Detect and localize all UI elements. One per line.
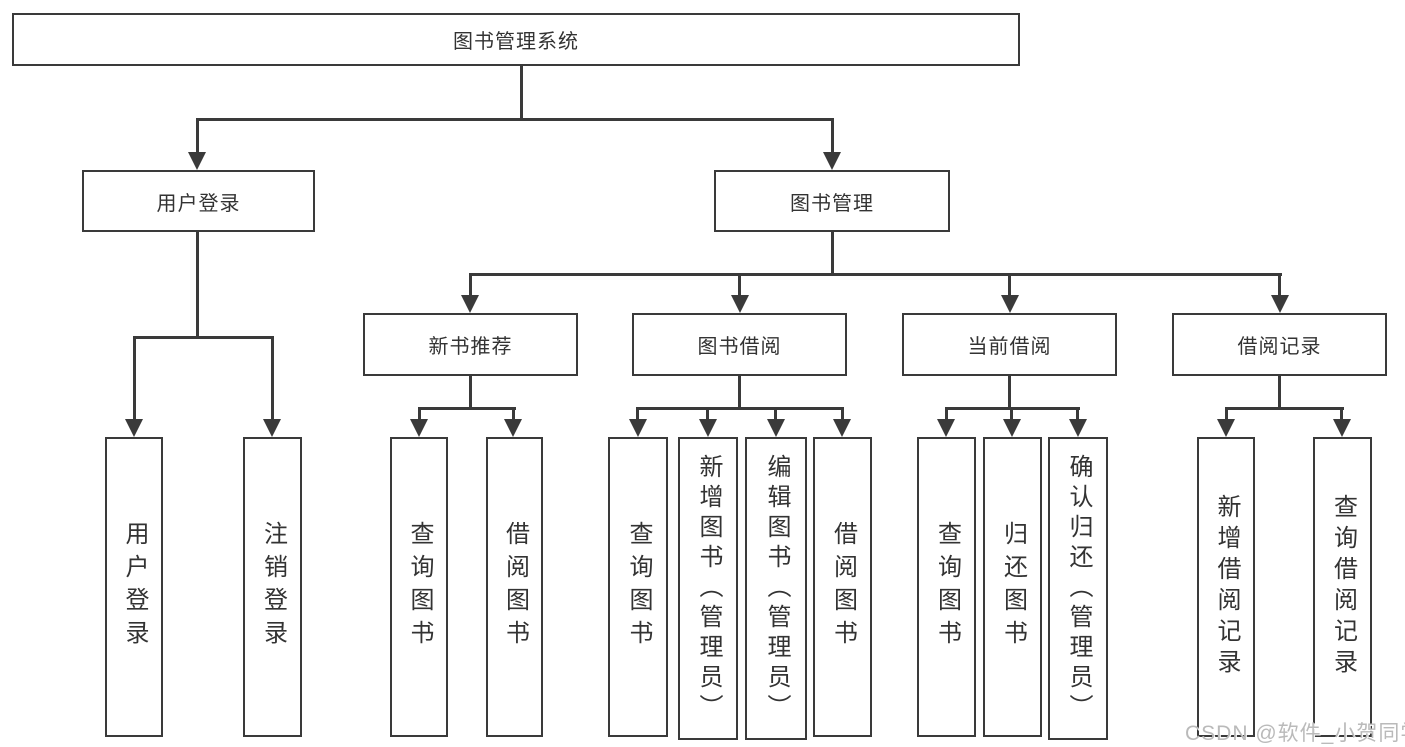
connector-current-borrow-stem: [1008, 376, 1011, 409]
node-user-login: 用户登录: [82, 170, 315, 232]
node-user-login-label: 用户登录: [156, 192, 241, 215]
arrow-down-icon: [188, 152, 206, 170]
connector-drop-book-management: [831, 118, 834, 154]
arrow-down-icon: [767, 419, 785, 437]
leaf-borrow-borrow-books: 借阅图书: [813, 437, 872, 737]
leaf-logout-label: 注销登录: [259, 521, 287, 653]
leaf-query-borrow-record: 查询借阅记录: [1313, 437, 1372, 737]
connector-book-management-stem: [831, 232, 834, 276]
arrow-down-icon: [1001, 295, 1019, 313]
leaf-current-query-books-label: 查询图书: [933, 521, 961, 653]
connector-book-borrow-stem: [738, 376, 741, 409]
connector-book-management-hline: [469, 273, 1282, 276]
connector-drop: [841, 407, 844, 421]
connector-drop-user-login: [196, 118, 199, 154]
leaf-logout: 注销登录: [243, 437, 302, 737]
leaf-borrow-query-books: 查询图书: [608, 437, 668, 737]
node-root-label: 图书管理系统: [453, 31, 579, 53]
node-current-borrow: 当前借阅: [902, 313, 1117, 376]
connector-drop: [1076, 407, 1079, 421]
connector-drop: [706, 407, 709, 421]
leaf-add-books-admin: 新增图书（管理员）: [678, 437, 738, 740]
arrow-down-icon: [731, 295, 749, 313]
arrow-down-icon: [699, 419, 717, 437]
node-book-management-label: 图书管理: [790, 192, 874, 215]
arrow-down-icon: [1333, 419, 1351, 437]
leaf-newbook-borrow-books: 借阅图书: [486, 437, 543, 737]
arrow-down-icon: [125, 419, 143, 437]
connector-drop: [512, 407, 515, 421]
connector-drop-current-borrow: [1008, 273, 1011, 299]
arrow-down-icon: [937, 419, 955, 437]
leaf-newbook-query-books: 查询图书: [390, 437, 448, 737]
connector-user-login-hline: [133, 336, 274, 339]
node-current-borrow-label: 当前借阅: [967, 336, 1052, 358]
arrow-down-icon: [461, 295, 479, 313]
leaf-add-borrow-record-label: 新增借阅记录: [1213, 494, 1240, 680]
leaf-edit-books-admin-label: 编辑图书（管理员）: [763, 453, 790, 724]
connector-borrow-records-stem: [1278, 376, 1281, 409]
connector-drop: [774, 407, 777, 421]
leaf-edit-books-admin: 编辑图书（管理员）: [745, 437, 807, 740]
connector-drop: [418, 407, 421, 421]
arrow-down-icon: [1069, 419, 1087, 437]
arrow-down-icon: [833, 419, 851, 437]
connector-drop: [945, 407, 948, 421]
arrow-down-icon: [1217, 419, 1235, 437]
leaf-newbook-borrow-books-label: 借阅图书: [501, 521, 529, 653]
leaf-user-login: 用户登录: [105, 437, 163, 737]
connector-borrow-records-hline: [1225, 407, 1344, 410]
arrow-down-icon: [629, 419, 647, 437]
leaf-add-books-admin-label: 新增图书（管理员）: [695, 453, 722, 724]
node-root: 图书管理系统: [12, 13, 1020, 66]
arrow-down-icon: [1003, 419, 1021, 437]
node-borrow-records: 借阅记录: [1172, 313, 1387, 376]
connector-drop: [636, 407, 639, 421]
node-new-book-recommend-label: 新书推荐: [428, 336, 513, 358]
connector-drop: [1225, 407, 1228, 421]
leaf-user-login-label: 用户登录: [121, 521, 148, 653]
csdn-watermark: CSDN @软件_小贺同学: [1185, 722, 1405, 745]
connector-user-login-stem: [196, 232, 199, 338]
leaf-newbook-query-books-label: 查询图书: [406, 521, 433, 653]
leaf-return-books: 归还图书: [983, 437, 1042, 737]
leaf-confirm-return-admin-label: 确认归还（管理员）: [1065, 453, 1092, 724]
connector-drop: [1340, 407, 1343, 421]
connector-root-hline: [197, 118, 833, 121]
leaf-query-borrow-record-label: 查询借阅记录: [1329, 494, 1357, 680]
connector-new-book-hline: [418, 407, 516, 410]
arrow-down-icon: [410, 419, 428, 437]
arrow-down-icon: [504, 419, 522, 437]
connector-drop-new-book: [469, 273, 472, 299]
leaf-current-query-books: 查询图书: [917, 437, 976, 737]
arrow-down-icon: [263, 419, 281, 437]
leaf-borrow-query-books-label: 查询图书: [625, 521, 652, 653]
node-book-borrow-label: 图书借阅: [697, 336, 782, 358]
leaf-return-books-label: 归还图书: [999, 521, 1027, 653]
leaf-borrow-borrow-books-label: 借阅图书: [829, 521, 857, 653]
leaf-add-borrow-record: 新增借阅记录: [1197, 437, 1255, 737]
connector-root-stem: [520, 64, 523, 120]
arrow-down-icon: [1271, 295, 1289, 313]
node-new-book-recommend: 新书推荐: [363, 313, 578, 376]
leaf-confirm-return-admin: 确认归还（管理员）: [1048, 437, 1108, 740]
connector-drop: [1010, 407, 1013, 421]
connector-drop-borrow-records: [1278, 273, 1281, 299]
node-borrow-records-label: 借阅记录: [1237, 336, 1322, 358]
connector-drop-book-borrow: [738, 273, 741, 299]
connector-drop-logout: [271, 336, 274, 419]
connector-book-borrow-hline: [636, 407, 844, 410]
connector-new-book-stem: [469, 376, 472, 409]
arrow-down-icon: [823, 152, 841, 170]
connector-drop-login: [133, 336, 136, 419]
node-book-management: 图书管理: [714, 170, 950, 232]
node-book-borrow: 图书借阅: [632, 313, 847, 376]
